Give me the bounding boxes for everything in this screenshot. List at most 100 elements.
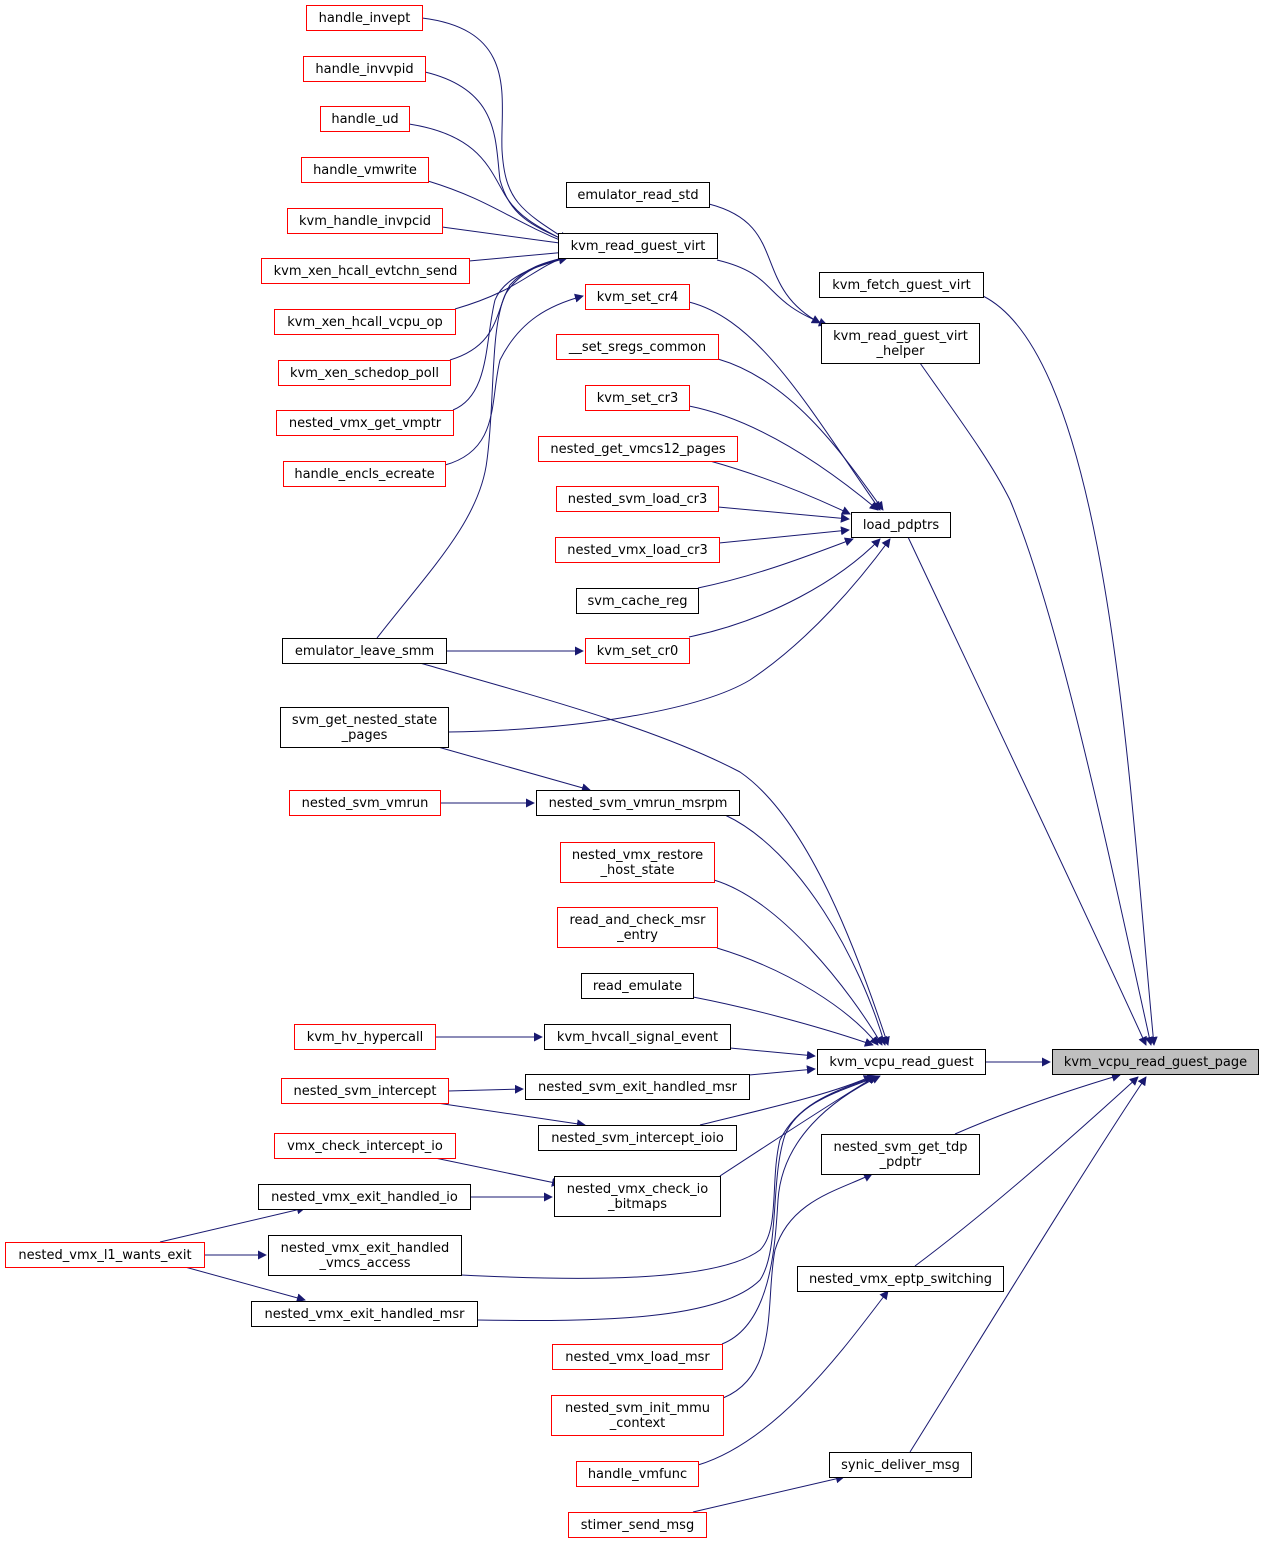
node-load-pdptrs[interactable]: load_pdptrs	[851, 512, 951, 538]
node-box[interactable]	[568, 1512, 707, 1538]
node-box[interactable]	[251, 1301, 478, 1327]
node-box[interactable]	[525, 1074, 750, 1100]
node-kvm-set-cr3[interactable]: kvm_set_cr3	[585, 385, 690, 411]
node-box[interactable]	[576, 588, 699, 614]
node-nested-svm-intercept[interactable]: nested_svm_intercept	[281, 1078, 449, 1104]
node-box[interactable]	[551, 1395, 724, 1436]
node-handle-vmwrite[interactable]: handle_vmwrite	[301, 157, 429, 183]
node-box[interactable]	[5, 1242, 205, 1268]
node-handle-encls-ecreate[interactable]: handle_encls_ecreate	[283, 461, 446, 487]
node-kvm-read-guest-virt-helper[interactable]: kvm_read_guest_virt_helper	[821, 323, 980, 364]
node-handle-invvpid[interactable]: handle_invvpid	[303, 56, 426, 82]
node-box[interactable]	[289, 790, 441, 816]
node-box[interactable]	[819, 272, 984, 298]
node-kvm-fetch-guest-virt[interactable]: kvm_fetch_guest_virt	[819, 272, 984, 298]
node-box[interactable]	[280, 707, 449, 748]
node-box[interactable]	[544, 1024, 731, 1050]
node-box[interactable]	[554, 1176, 721, 1217]
node-box[interactable]	[566, 182, 710, 208]
node-nested-svm-vmrun[interactable]: nested_svm_vmrun	[289, 790, 441, 816]
node-kvm-hvcall-signal-event[interactable]: kvm_hvcall_signal_event	[544, 1024, 731, 1050]
node-read-and-check-msr-entry[interactable]: read_and_check_msr_entry	[557, 907, 718, 948]
node-box[interactable]	[261, 258, 470, 284]
node-box[interactable]	[557, 907, 718, 948]
node-box[interactable]	[585, 284, 690, 310]
node-box[interactable]	[536, 790, 740, 816]
node-box[interactable]	[301, 157, 429, 183]
node-box[interactable]	[282, 638, 447, 664]
node-box[interactable]	[552, 1344, 723, 1370]
node-box[interactable]	[303, 56, 426, 82]
node-box[interactable]	[283, 461, 446, 487]
node-box[interactable]	[821, 1134, 980, 1175]
node-emulator-read-std[interactable]: emulator_read_std	[566, 182, 710, 208]
node-vmx-check-intercept-io[interactable]: vmx_check_intercept_io	[274, 1133, 456, 1159]
node-nested-vmx-check-io-bitmaps[interactable]: nested_vmx_check_io_bitmaps	[554, 1176, 721, 1217]
node-kvm-handle-invpcid[interactable]: kvm_handle_invpcid	[287, 208, 443, 234]
node-box[interactable]	[821, 323, 980, 364]
node-box[interactable]	[274, 309, 456, 335]
node-box[interactable]	[560, 842, 715, 883]
node-kvm-hv-hypercall[interactable]: kvm_hv_hypercall	[294, 1024, 436, 1050]
node-kvm-vcpu-read-guest[interactable]: kvm_vcpu_read_guest	[817, 1049, 986, 1075]
node-nested-vmx-get-vmptr[interactable]: nested_vmx_get_vmptr	[276, 410, 454, 436]
node-box[interactable]	[287, 208, 443, 234]
node-nested-svm-init-mmu-context[interactable]: nested_svm_init_mmu_context	[551, 1395, 724, 1436]
node-nested-vmx-load-msr[interactable]: nested_vmx_load_msr	[552, 1344, 723, 1370]
node-stimer-send-msg[interactable]: stimer_send_msg	[568, 1512, 707, 1538]
node-synic-deliver-msg[interactable]: synic_deliver_msg	[829, 1452, 972, 1478]
node-kvm-xen-hcall-evtchn-send[interactable]: kvm_xen_hcall_evtchn_send	[261, 258, 470, 284]
node-nested-svm-exit-handled-msr[interactable]: nested_svm_exit_handled_msr	[525, 1074, 750, 1100]
node-read-emulate[interactable]: read_emulate	[581, 973, 694, 999]
node-box[interactable]	[320, 106, 410, 132]
node-box[interactable]	[294, 1024, 436, 1050]
node-box[interactable]	[585, 385, 690, 411]
node-box[interactable]	[581, 973, 694, 999]
node-nested-svm-intercept-ioio[interactable]: nested_svm_intercept_ioio	[538, 1125, 737, 1151]
node-nested-vmx-restore-host-state[interactable]: nested_vmx_restore_host_state	[560, 842, 715, 883]
node-svm-cache-reg[interactable]: svm_cache_reg	[576, 588, 699, 614]
node-box[interactable]	[558, 233, 718, 259]
node-box[interactable]	[817, 1049, 986, 1075]
node-nested-svm-vmrun-msrpm[interactable]: nested_svm_vmrun_msrpm	[536, 790, 740, 816]
node-box[interactable]	[268, 1235, 462, 1276]
node-box[interactable]	[538, 436, 738, 462]
node-nested-vmx-load-cr3[interactable]: nested_vmx_load_cr3	[555, 537, 720, 563]
node-box[interactable]	[555, 537, 720, 563]
node-kvm-read-guest-virt[interactable]: kvm_read_guest_virt	[558, 233, 718, 259]
node-box[interactable]	[797, 1266, 1004, 1292]
node-nested-vmx-exit-handled-msr[interactable]: nested_vmx_exit_handled_msr	[251, 1301, 478, 1327]
node-box[interactable]	[278, 360, 451, 386]
node-nested-get-vmcs12-pages[interactable]: nested_get_vmcs12_pages	[538, 436, 738, 462]
node-kvm-set-cr4[interactable]: kvm_set_cr4	[585, 284, 690, 310]
node-nested-vmx-exit-handled-vmcs-access[interactable]: nested_vmx_exit_handled_vmcs_access	[268, 1235, 462, 1276]
node-box[interactable]	[276, 410, 454, 436]
node-box[interactable]	[281, 1078, 449, 1104]
node-box[interactable]	[556, 486, 719, 512]
node-box[interactable]	[306, 5, 423, 31]
node-nested-vmx-l1-wants-exit[interactable]: nested_vmx_l1_wants_exit	[5, 1242, 205, 1268]
node---set-sregs-common[interactable]: __set_sregs_common	[556, 334, 719, 360]
node-box[interactable]	[556, 334, 719, 360]
node-nested-vmx-eptp-switching[interactable]: nested_vmx_eptp_switching	[797, 1266, 1004, 1292]
node-emulator-leave-smm[interactable]: emulator_leave_smm	[282, 638, 447, 664]
node-kvm-vcpu-read-guest-page[interactable]: kvm_vcpu_read_guest_page	[1052, 1049, 1259, 1075]
node-nested-svm-load-cr3[interactable]: nested_svm_load_cr3	[556, 486, 719, 512]
node-kvm-xen-hcall-vcpu-op[interactable]: kvm_xen_hcall_vcpu_op	[274, 309, 456, 335]
node-box[interactable]	[258, 1184, 471, 1210]
node-box[interactable]	[576, 1461, 699, 1487]
node-box[interactable]	[851, 512, 951, 538]
node-kvm-xen-schedop-poll[interactable]: kvm_xen_schedop_poll	[278, 360, 451, 386]
node-handle-invept[interactable]: handle_invept	[306, 5, 423, 31]
node-box[interactable]	[829, 1452, 972, 1478]
node-svm-get-nested-state-pages[interactable]: svm_get_nested_state_pages	[280, 707, 449, 748]
node-box[interactable]	[274, 1133, 456, 1159]
node-handle-vmfunc[interactable]: handle_vmfunc	[576, 1461, 699, 1487]
node-kvm-set-cr0[interactable]: kvm_set_cr0	[585, 638, 690, 664]
node-nested-svm-get-tdp-pdptr[interactable]: nested_svm_get_tdp_pdptr	[821, 1134, 980, 1175]
node-box[interactable]	[538, 1125, 737, 1151]
node-handle-ud[interactable]: handle_ud	[320, 106, 410, 132]
node-box[interactable]	[1052, 1049, 1259, 1075]
node-nested-vmx-exit-handled-io[interactable]: nested_vmx_exit_handled_io	[258, 1184, 471, 1210]
node-box[interactable]	[585, 638, 690, 664]
